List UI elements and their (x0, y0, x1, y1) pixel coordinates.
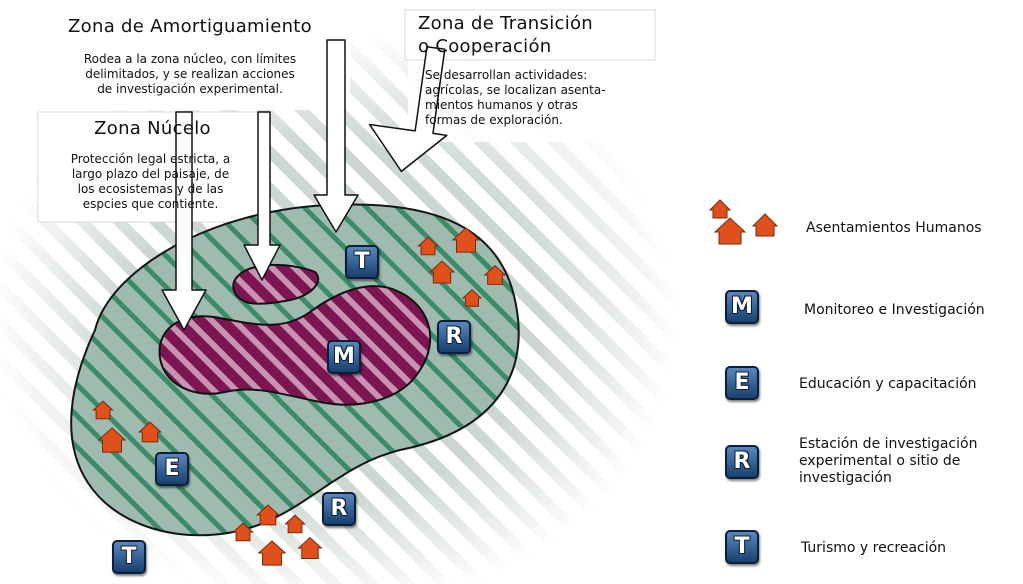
buffer-line: Rodea a la zona núcleo, con límites (83, 52, 297, 66)
transition-line: Se desarrollan actividades: (425, 68, 588, 82)
research-station-marker: R (437, 320, 471, 354)
buffer-line: de investigación experimental. (97, 82, 283, 96)
buffer-zone-description: Rodea a la zona núcleo, con límites deli… (40, 52, 340, 97)
transition-line: agrícolas, se localizan asenta- (425, 83, 606, 97)
house-icon (451, 227, 481, 253)
legend-education-label: Educación y capacitación (799, 376, 977, 392)
core-line: largo plazo del paisaje, de (71, 167, 230, 181)
legend-education-badge: E (725, 366, 759, 400)
buffer-zone-title: Zona de Amortiguamiento (68, 16, 312, 37)
education-marker: E (155, 452, 189, 486)
transition-text-backdrop (408, 62, 658, 142)
legend-station-line: experimental o sitio de (799, 453, 961, 469)
transition-title-box (404, 9, 656, 61)
transition-zone-description: Se desarrollan actividades: agrícolas, s… (425, 68, 606, 128)
house-icon (284, 514, 306, 534)
legend-monitoring-badge: M (725, 290, 759, 324)
buffer-line: delimitados, y se realizan acciones (85, 67, 295, 81)
tourism-marker: T (112, 540, 146, 574)
core-arrow-small (243, 111, 281, 281)
legend-tourism-badge: T (725, 530, 759, 564)
buffer-arrow (313, 39, 359, 233)
core-zone-large (158, 285, 432, 406)
transition-line: formas de exploración. (425, 113, 563, 127)
core-arrow-large (161, 111, 207, 331)
house-icon (417, 236, 439, 256)
core-zone-title: Zona Núcelo (94, 118, 211, 139)
transition-zone-title: Zona de Transición o Cooperación (418, 12, 593, 58)
legend-station-line: Estación de investigación (799, 436, 978, 452)
tourism-marker: T (345, 245, 379, 279)
house-icon (137, 421, 163, 443)
core-zone-small (232, 264, 320, 305)
transition-arrow (368, 45, 448, 173)
house-icon (97, 427, 127, 453)
core-line: Protección legal estricta, a (70, 152, 231, 166)
transition-line: mientos humanos y otras (425, 98, 578, 112)
settlements-layer (92, 227, 507, 566)
house-icon (483, 264, 507, 285)
house-icon (428, 260, 456, 284)
legend-settlements-label: Asentamientos Humanos (806, 220, 982, 236)
buffer-text-backdrop (20, 10, 350, 110)
core-line: espcies que contiente. (82, 197, 219, 211)
house-icon (461, 289, 483, 307)
monitoring-marker: M (327, 340, 361, 374)
legend-station-label: Estación de investigación experimental o… (799, 436, 977, 487)
house-icon (297, 536, 323, 559)
legend-station-line: investigación (799, 470, 892, 486)
house-icon (255, 504, 281, 526)
legend-tourism-label: Turismo y recreación (801, 540, 947, 556)
house-icon (708, 199, 779, 245)
house-icon (232, 522, 254, 542)
transition-title-line: o Cooperación (418, 36, 552, 57)
house-icon (257, 540, 287, 566)
house-icon (92, 400, 114, 420)
legend-monitoring-label: Monitoreo e Investigación (804, 302, 985, 318)
transition-title-line: Zona de Transición (418, 13, 594, 34)
core-zone-description: Protección legal estricta, a largo plazo… (38, 152, 263, 212)
core-line: los ecosistemas y de las (77, 182, 224, 196)
research-station-marker: R (322, 492, 356, 526)
legend-station-badge: R (725, 445, 759, 479)
core-text-box (37, 111, 264, 223)
